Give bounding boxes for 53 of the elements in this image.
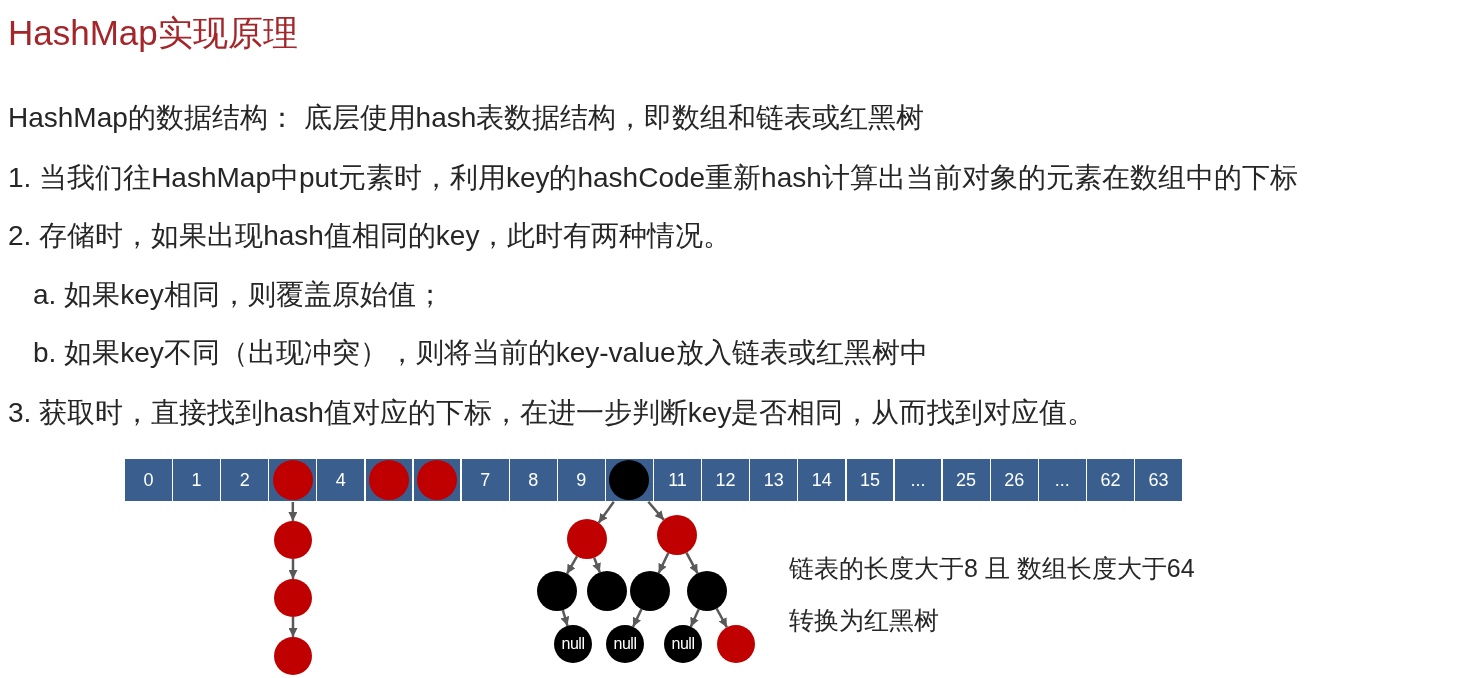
page-title: HashMap实现原理 — [8, 12, 298, 54]
description-text: HashMap的数据结构： 底层使用hash表数据结构，即数组和链表或红黑树 — [8, 101, 925, 135]
arrow — [288, 617, 298, 637]
arrow — [597, 501, 615, 524]
null-leaf-node: null — [554, 625, 592, 663]
array-cell: 4 — [317, 459, 365, 501]
description-text: 3. 获取时，直接找到hash值对应的下标，在进一步判断key是否相同，从而找到对应值。 — [8, 396, 1096, 430]
array-cell: 2 — [221, 459, 269, 501]
array-cell: 7 — [461, 459, 509, 501]
arrow — [565, 555, 579, 575]
tree-node — [537, 571, 577, 611]
array-cell: 15 — [846, 459, 894, 501]
array-cell: 13 — [750, 459, 798, 501]
arrow — [689, 608, 700, 628]
description-text: b. 如果key不同（出现冲突），则将当前的key-value放入链表或红黑树中 — [33, 336, 928, 370]
tree-node — [587, 571, 627, 611]
array-cell: 11 — [654, 459, 701, 501]
list-node — [274, 637, 312, 675]
tree-node — [630, 571, 670, 611]
description-text: 1. 当我们往HashMap中put元素时，利用key的hashCode重新hash计算出当前对象的元素在数组中的下标 — [8, 161, 1298, 195]
tree-node — [657, 515, 697, 555]
arrow — [288, 502, 298, 521]
array-cell: ... — [1038, 459, 1086, 501]
array-cell: 0 — [125, 459, 172, 501]
arrow — [685, 552, 699, 574]
arrow — [715, 607, 728, 628]
arrow — [560, 609, 570, 627]
array-cell: 63 — [1135, 459, 1182, 501]
null-leaf-node: null — [606, 625, 644, 663]
arrow — [631, 608, 643, 628]
note-text: 链表的长度大于8 且 数组长度大于64 — [789, 553, 1195, 584]
array-cell: 12 — [702, 459, 750, 501]
array-cell: 1 — [173, 459, 220, 501]
arrow — [647, 501, 665, 521]
array-cell: ... — [894, 459, 942, 501]
list-node — [274, 521, 312, 559]
array-cell: 8 — [509, 459, 557, 501]
tree-node — [567, 519, 607, 559]
array-cell: 62 — [1087, 459, 1134, 501]
note-text: 转换为红黑树 — [789, 605, 939, 636]
list-node — [274, 579, 312, 617]
array-cell: 9 — [557, 459, 605, 501]
null-leaf-node: null — [664, 625, 702, 663]
array-cell: 26 — [990, 459, 1038, 501]
arrow — [657, 552, 670, 574]
array-cell: 14 — [798, 459, 846, 501]
tree-node — [717, 625, 755, 663]
tree-node — [687, 571, 727, 611]
arrow — [592, 557, 601, 573]
description-text: 2. 存储时，如果出现hash值相同的key，此时有两种情况。 — [8, 219, 732, 253]
description-text: a. 如果key相同，则覆盖原始值； — [33, 278, 444, 312]
array-cell: 25 — [942, 459, 990, 501]
arrow — [288, 559, 298, 579]
